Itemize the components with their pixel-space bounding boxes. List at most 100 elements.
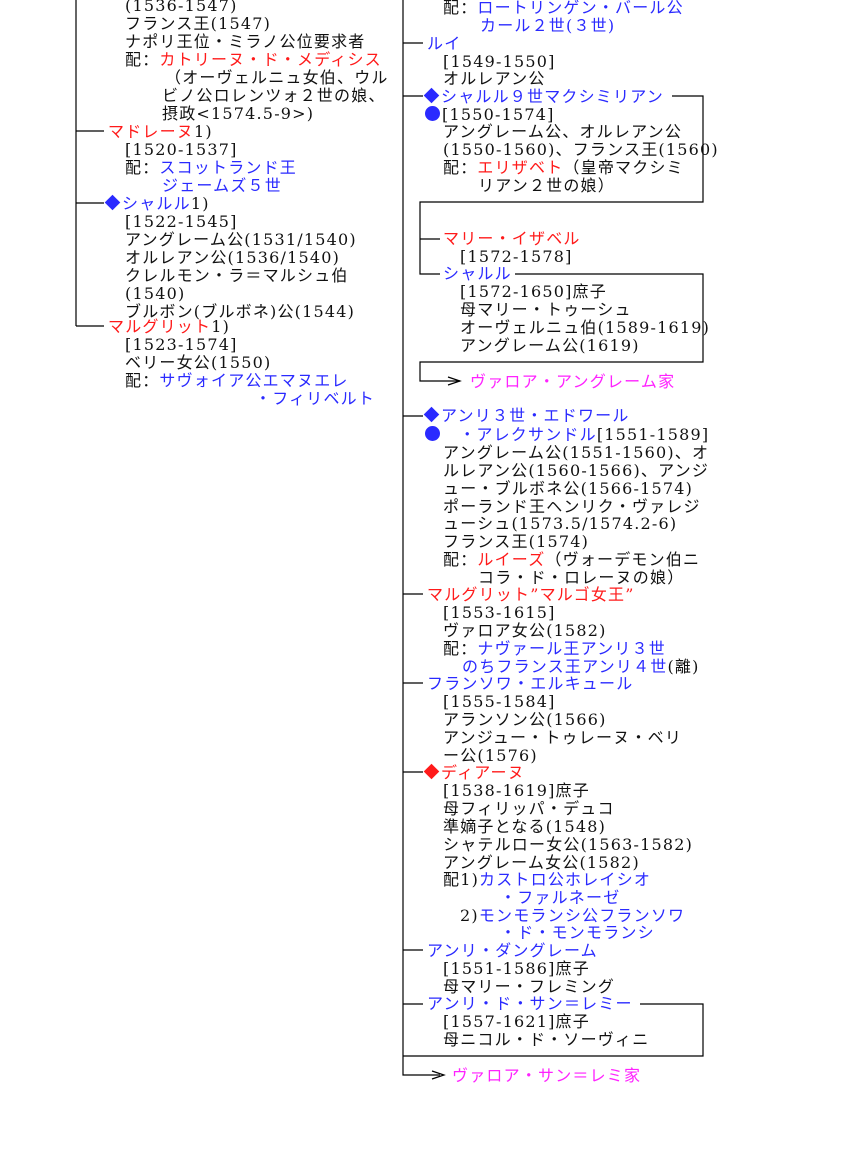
right-column-line: マリー・イザベル	[443, 230, 581, 248]
left-column-line: ・フィリベルト	[255, 390, 375, 408]
house-link: ヴァロア・アングレーム家	[470, 372, 676, 391]
right-column-line: シャルル	[443, 265, 512, 283]
right-column-line: 2)モンモランシ公フランソワ	[460, 907, 685, 925]
right-column-line: 母フィリッパ・デュコ	[443, 800, 615, 818]
detail-text: [1550-1574]	[442, 105, 555, 124]
person-name: ルイ	[427, 34, 462, 53]
right-column-line: アランソン公(1566)	[443, 711, 607, 729]
left-column-line: [1520-1537]	[125, 141, 238, 159]
right-column-line: 母マリー・トゥーシュ	[460, 301, 632, 319]
detail-text: 母マリー・フレミング	[443, 977, 616, 996]
detail-text: ブルボン(ブルボネ)公(1544)	[125, 302, 356, 321]
house-link: ヴァロア・サン＝レミ家	[452, 1066, 642, 1085]
detail-text: [1557-1621]庶子	[443, 1012, 590, 1031]
arrow-saint-remy	[431, 1070, 446, 1080]
right-column-line: [1553-1615]	[443, 604, 556, 622]
detail-text: [1549-1550]	[443, 52, 556, 71]
detail-text: ビノ公ロレンツォ２世の娘、	[162, 86, 386, 105]
right-column-line: [1550-1574]	[425, 106, 555, 124]
person-name: ジェームズ５世	[162, 176, 282, 195]
right-column-line: 配1)カストロ公ホレイシオ	[443, 871, 651, 889]
right-trunk-line	[402, 0, 440, 1076]
right-column-line: のちフランス王アンリ４世(離)	[462, 658, 700, 676]
detail-text: （オーヴェルニュ女伯、ウル	[165, 68, 389, 87]
left-column-line: ビノ公ロレンツォ２世の娘、	[162, 87, 386, 105]
right-column-line: 配：ロートリンゲン・バール公	[443, 0, 684, 17]
detail-text: ベリー女公(1550)	[125, 353, 272, 372]
person-name: スコットランド王	[159, 158, 298, 177]
right-column-line: アングレーム公、オルレアン公	[443, 123, 682, 141]
person-name: カトリーヌ・ド・メディシス	[159, 50, 382, 69]
left-column-line: オルレアン公(1536/1540)	[125, 249, 340, 267]
detail-text: オルレアン公	[443, 69, 546, 88]
person-name: カストロ公ホレイシオ	[479, 870, 652, 889]
detail-text: アンジュー・トゥレーヌ・ベリ	[443, 728, 683, 747]
detail-text: [1522-1545]	[125, 212, 238, 231]
detail-text: シャテルロー女公(1563-1582)	[443, 835, 694, 854]
detail-text: （皇帝マクシミ	[563, 158, 684, 177]
detail-text: (離)	[667, 657, 700, 676]
detail-text: ュー・ブルボネ公(1566-1574)	[443, 479, 694, 498]
person-name: ・ファルネーゼ	[500, 888, 621, 907]
detail-text: [1551-1586]庶子	[443, 959, 590, 978]
blue-diamond-icon	[104, 194, 121, 211]
blue-diamond-icon	[423, 406, 440, 423]
right-column-line: フランス王(1574)	[443, 533, 589, 551]
right-column-line: アングレーム公(1551-1560)、オ	[443, 444, 709, 462]
detail-text: 母フィリッパ・デュコ	[443, 799, 615, 818]
person-name: アンリ・ド・サン＝レミー	[427, 994, 633, 1013]
left-column-line: マルグリット1)	[108, 318, 230, 336]
right-column-line: [1572-1578]	[460, 248, 573, 266]
right-column-line: ルイ	[427, 35, 461, 53]
detail-text: アングレーム公(1619)	[460, 336, 640, 355]
right-column-line: アングレーム女公(1582)	[443, 854, 640, 872]
detail-text: [1523-1574]	[125, 335, 238, 354]
person-name: モンモランシ公フランソワ	[478, 906, 686, 925]
arrow-angouleme	[447, 376, 462, 386]
right-column-line: カール２世(３世)	[480, 17, 615, 35]
left-column-line: ブルボン(ブルボネ)公(1544)	[125, 303, 355, 321]
detail-text: (1540)	[125, 284, 186, 303]
detail-text: アングレーム公(1551-1560)、オ	[443, 443, 710, 462]
detail-text: ルレアン公(1560-1566)、アンジ	[443, 461, 710, 480]
detail-text: オルレアン公(1536/1540)	[125, 248, 341, 267]
detail-text: 配：	[125, 158, 160, 177]
right-column-line: [1557-1621]庶子	[443, 1013, 590, 1031]
left-column-line: シャルル1)	[104, 195, 210, 213]
right-column-line: ディアーヌ	[423, 764, 525, 782]
right-column-line: シャテルロー女公(1563-1582)	[443, 836, 693, 854]
person-name: ナヴァール王アンリ３世	[477, 639, 666, 658]
detail-text: アングレーム女公(1582)	[443, 853, 640, 872]
left-column-line: フランス王(1547)	[125, 15, 271, 33]
person-name: シャルル９世マクシミリアン	[441, 87, 664, 106]
left-column-line: 配：サヴォイア公エマヌエレ	[125, 372, 349, 390]
right-column-line: ー公(1576)	[443, 747, 538, 765]
detail-text: ナポリ王位・ミラノ公位要求者	[125, 32, 366, 51]
left-column-line: (1536-1547)	[125, 0, 238, 15]
right-column-line: [1572-1650]庶子	[460, 283, 607, 301]
person-name: マリー・イザベル	[443, 229, 581, 248]
red-diamond-icon	[423, 763, 440, 780]
right-column-line: アンジュー・トゥレーヌ・ベリ	[443, 729, 682, 747]
right-column-line: リアン２世の娘）	[478, 177, 615, 195]
person-name: ・ド・モンモランシ	[500, 923, 655, 942]
right-column-line: 配：エリザベト（皇帝マクシミ	[443, 159, 684, 177]
detail-text: 母ニコル・ド・ソーヴィニ	[443, 1030, 650, 1049]
person-name: カール２世(３世)	[480, 16, 616, 35]
left-column-line: ジェームズ５世	[162, 177, 282, 195]
left-column-line: ナポリ王位・ミラノ公位要求者	[125, 33, 365, 51]
left-column-line: (1540)	[125, 285, 185, 303]
right-column-line: ュー・ブルボネ公(1566-1574)	[443, 480, 693, 498]
blue-diamond-icon	[423, 87, 440, 104]
detail-text: オーヴェルニュ伯(1589-1619)	[460, 318, 711, 337]
branch-charles-ix	[403, 95, 704, 275]
person-name: アンリ３世・エドワール	[441, 406, 630, 425]
detail-text: 準嫡子となる(1548)	[443, 817, 607, 836]
right-column-line: オルレアン公	[443, 70, 546, 88]
detail-text: (1536-1547)	[125, 0, 238, 15]
right-column-line: ・ファルネーゼ	[500, 889, 620, 907]
person-name: シャルル	[122, 194, 191, 213]
left-column-line: [1523-1574]	[125, 336, 238, 354]
detail-text: [1520-1537]	[125, 140, 238, 159]
